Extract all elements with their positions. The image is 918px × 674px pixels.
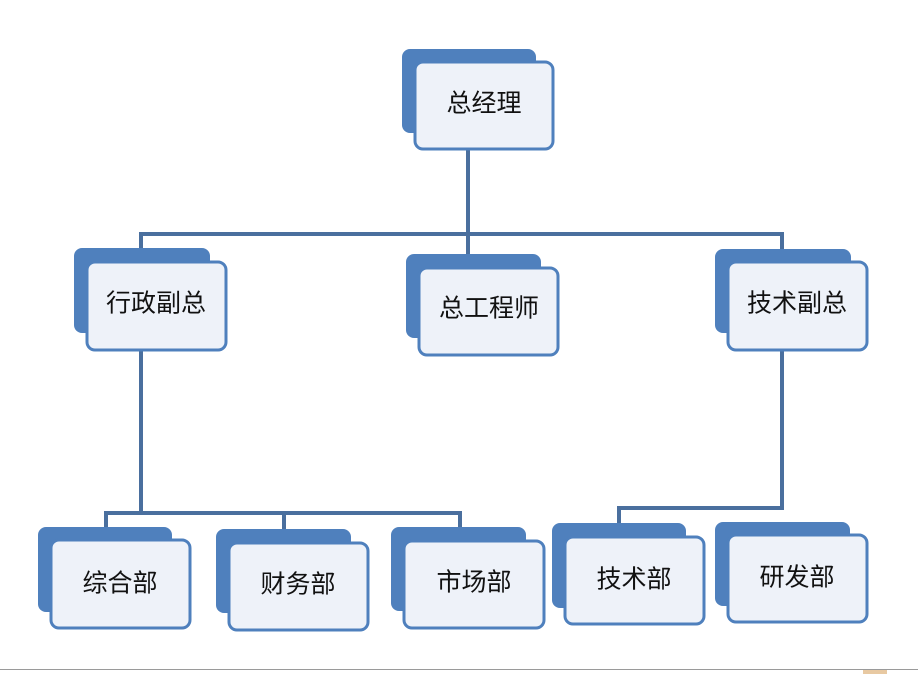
node-label-finance-dept: 财务部	[260, 570, 335, 599]
node-admin-vp: 行政副总	[74, 248, 228, 352]
node-label-tech-dept: 技术部	[596, 565, 671, 594]
node-label-ceo: 总经理	[446, 89, 521, 118]
node-box	[85, 260, 228, 352]
node-ceo: 总经理	[402, 49, 555, 151]
node-label-general-dept: 综合部	[82, 569, 157, 598]
node-label-marketing-dept: 市场部	[436, 568, 511, 597]
footer-divider	[0, 669, 918, 670]
connector-lines	[104, 146, 784, 529]
node-box	[417, 266, 560, 357]
node-box	[413, 60, 555, 151]
node-box	[726, 260, 869, 352]
node-box	[726, 533, 869, 624]
node-marketing-dept: 市场部	[391, 527, 546, 630]
node-box	[402, 539, 546, 630]
node-label-admin-vp: 行政副总	[106, 289, 206, 318]
node-general-dept: 综合部	[38, 527, 192, 630]
node-tech-dept: 技术部	[552, 523, 706, 626]
footer-accent	[863, 670, 887, 674]
node-label-chief-engineer: 总工程师	[439, 294, 539, 323]
node-rd-dept: 研发部	[715, 522, 869, 624]
node-box	[563, 535, 706, 626]
node-box	[49, 538, 192, 630]
node-chief-engineer: 总工程师	[406, 254, 560, 357]
node-tech-vp: 技术副总	[715, 249, 869, 352]
node-box	[227, 541, 370, 632]
node-label-tech-vp: 技术副总	[747, 289, 847, 318]
node-finance-dept: 财务部	[216, 529, 370, 632]
node-label-rd-dept: 研发部	[759, 563, 834, 592]
